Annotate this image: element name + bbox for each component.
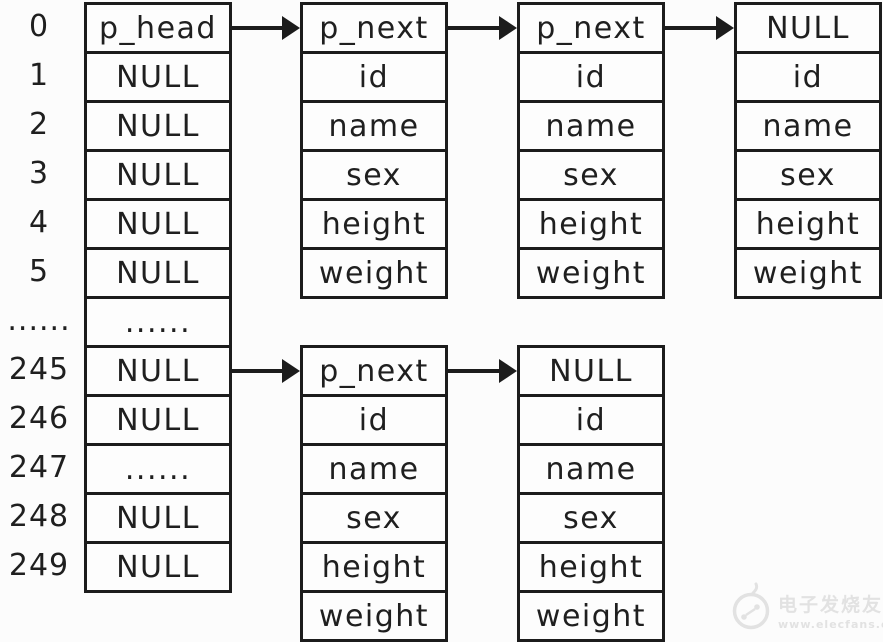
node-field: sex: [300, 149, 448, 201]
bucket-index-label: 246: [8, 401, 70, 436]
elecfans-logo-icon: [731, 581, 773, 637]
bucket-cell: NULL: [84, 492, 232, 544]
node-field: name: [300, 100, 448, 152]
arrow-head-icon: [282, 359, 300, 383]
list-node: NULL id name sex height weight: [734, 2, 882, 299]
bucket-cell: NULL: [84, 51, 232, 103]
bucket-index-label: 0: [28, 9, 50, 44]
bucket-index-label: 4: [28, 205, 50, 240]
node-field: weight: [734, 247, 882, 299]
arrow-head-icon: [499, 16, 517, 40]
arrow-shaft: [448, 26, 499, 30]
node-field: p_next: [300, 2, 448, 54]
bucket-cell: NULL: [84, 394, 232, 446]
pointer-arrow-phead-to-node1: [232, 16, 300, 40]
list-node: NULL id name sex height weight: [517, 345, 665, 642]
arrow-head-icon: [716, 16, 734, 40]
pointer-arrow-node1-to-node2: [448, 16, 517, 40]
bucket-index-label: 2: [28, 107, 50, 142]
node-field: id: [300, 394, 448, 446]
node-field: id: [734, 51, 882, 103]
node-field: sex: [734, 149, 882, 201]
bucket-cell: p_head: [84, 2, 232, 54]
pointer-arrow-bottomnode-to-null: [448, 359, 517, 383]
node-field: NULL: [517, 345, 665, 397]
arrow-shaft: [665, 26, 716, 30]
node-field: id: [517, 394, 665, 446]
bucket-cell: ......: [84, 443, 232, 495]
node-field: height: [517, 541, 665, 593]
list-node: p_next id name sex height weight: [300, 345, 448, 642]
node-field: sex: [517, 492, 665, 544]
node-field: NULL: [734, 2, 882, 54]
bucket-index-label: 3: [28, 156, 50, 191]
node-field: weight: [517, 247, 665, 299]
bucket-cell: NULL: [84, 100, 232, 152]
arrow-head-icon: [499, 359, 517, 383]
node-field: height: [734, 198, 882, 250]
bucket-index-label: 5: [28, 254, 50, 289]
node-field: id: [300, 51, 448, 103]
watermark-url: www.elecfans.com: [778, 617, 883, 631]
bucket-cell: NULL: [84, 149, 232, 201]
watermark: 电子发烧友 www.elecfans.com: [731, 581, 883, 637]
bucket-cell: ......: [84, 296, 232, 348]
list-node: p_next id name sex height weight: [300, 2, 448, 299]
node-field: weight: [300, 247, 448, 299]
pointer-arrow-bucket245-to-node: [232, 359, 300, 383]
pointer-arrow-node2-to-null: [665, 16, 734, 40]
list-node: p_next id name sex height weight: [517, 2, 665, 299]
node-field: weight: [300, 590, 448, 642]
bucket-index-column: 0 1 2 3 4 5 ...... 245 246 247 248 249: [0, 2, 78, 590]
arrow-shaft: [232, 26, 282, 30]
bucket-index-label: 245: [8, 352, 70, 387]
arrow-shaft: [448, 369, 499, 373]
node-field: height: [517, 198, 665, 250]
bucket-index-label: 247: [8, 450, 70, 485]
node-field: name: [517, 100, 665, 152]
node-field: name: [517, 443, 665, 495]
watermark-text: 电子发烧友 www.elecfans.com: [778, 581, 883, 632]
bucket-index-label: 248: [8, 499, 70, 534]
bucket-array: p_head NULL NULL NULL NULL NULL ...... N…: [84, 2, 232, 593]
node-field: sex: [517, 149, 665, 201]
arrow-head-icon: [282, 16, 300, 40]
bucket-cell: NULL: [84, 247, 232, 299]
node-field: height: [300, 541, 448, 593]
node-field: name: [300, 443, 448, 495]
node-field: height: [300, 198, 448, 250]
bucket-index-label: 1: [28, 58, 50, 93]
node-field: sex: [300, 492, 448, 544]
node-field: name: [734, 100, 882, 152]
node-field: weight: [517, 590, 665, 642]
bucket-cell: NULL: [84, 198, 232, 250]
bucket-index-label: ......: [7, 303, 71, 338]
arrow-shaft: [232, 369, 282, 373]
bucket-cell: NULL: [84, 541, 232, 593]
node-field: id: [517, 51, 665, 103]
bucket-cell: NULL: [84, 345, 232, 397]
node-field: p_next: [300, 345, 448, 397]
node-field: p_next: [517, 2, 665, 54]
bucket-index-label: 249: [8, 548, 70, 583]
watermark-brand: 电子发烧友: [778, 594, 883, 616]
